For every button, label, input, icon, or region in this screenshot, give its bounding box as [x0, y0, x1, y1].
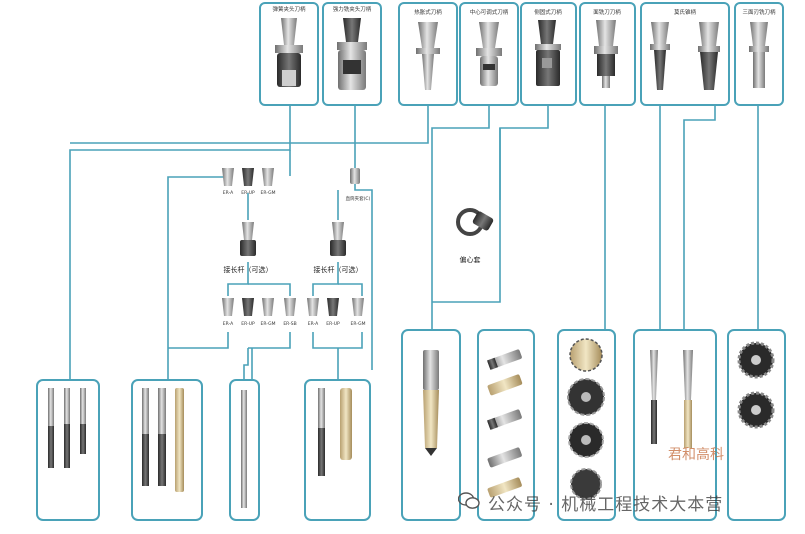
- holder-box-face-mill: 面铣刀刀柄: [579, 2, 636, 106]
- holder-box-shrink-fit: 热胀式刀柄: [398, 2, 458, 106]
- tool-box-reamer: [229, 379, 260, 521]
- collet-set-left-bottom: ER-A ER-UP ER-GM ER-SB: [222, 298, 297, 327]
- collet-label: ER-GM: [351, 321, 366, 327]
- holder-label: 面铣刀刀柄: [593, 8, 621, 16]
- watermark-text: 公众号 · 机械工程技术大本营: [488, 495, 724, 515]
- collet-label: ER-GM: [261, 190, 276, 196]
- extension-rod-right: 接长杆（可选）: [314, 222, 363, 274]
- holder-box-three-face-mill: 三面刃铣刀柄: [734, 2, 784, 106]
- collet-label: ER-A: [223, 321, 234, 327]
- collet-set-right-bottom: ER-A ER-UP ER-GM: [307, 298, 366, 327]
- collet-label: ER-UP: [326, 321, 340, 327]
- adapter-label: 直筒夹套(C): [346, 195, 371, 202]
- tool-box-end-mills-small: [36, 379, 100, 521]
- collet-label: ER-A: [223, 190, 234, 196]
- tool-box-three-face-cutters: [727, 329, 786, 521]
- offset-sleeve: 偏心套: [456, 208, 494, 264]
- tool-box-indexable-drill: [401, 329, 461, 521]
- holder-box-side-lock: 侧固式刀柄: [520, 2, 577, 106]
- collet-label: ER-UP: [241, 321, 255, 327]
- holder-label: 强力铣夹头刀柄: [333, 5, 372, 13]
- collet-set-left-top: ER-A ER-UP ER-GM: [222, 168, 276, 196]
- collet-label: ER-SB: [283, 321, 296, 327]
- holder-box-adjustable-center: 中心可调式刀柄: [459, 2, 519, 106]
- holder-label: 莫氏锥柄: [674, 8, 697, 16]
- extension-rod-left: 接长杆（可选）: [224, 222, 273, 274]
- collet-label: ER-GM: [261, 321, 276, 327]
- tool-box-end-mills-collet: [304, 379, 371, 521]
- wechat-icon: [458, 492, 480, 509]
- holder-label: 三面刃铣刀柄: [742, 8, 776, 16]
- watermark-brand: 君和高科: [668, 447, 724, 463]
- tool-box-morse-drills: [633, 329, 717, 521]
- tool-box-face-mill-cutters: [557, 329, 616, 521]
- holder-box-power-milling-chuck: 强力铣夹头刀柄: [322, 2, 382, 106]
- offset-label: 偏心套: [460, 255, 481, 264]
- holder-label: 弹簧夹头刀柄: [272, 5, 306, 13]
- collet-label: ER-UP: [241, 190, 255, 196]
- tool-box-side-lock-cutters: [477, 329, 535, 521]
- connector-lines: [69, 105, 759, 380]
- holder-label: 热胀式刀柄: [414, 8, 442, 16]
- tool-box-end-mills-large: [131, 379, 203, 521]
- holder-box-morse-taper: 莫氏锥柄: [640, 2, 730, 106]
- extension-label: 接长杆（可选）: [314, 265, 363, 274]
- holder-label: 中心可调式刀柄: [470, 8, 509, 16]
- holder-box-collet-chuck: 弹簧夹头刀柄: [259, 2, 319, 106]
- extension-label: 接长杆（可选）: [224, 265, 273, 274]
- straight-sleeve-adapter: 直筒夹套(C): [346, 168, 371, 202]
- holder-label: 侧固式刀柄: [534, 8, 562, 16]
- collet-label: ER-A: [308, 321, 319, 327]
